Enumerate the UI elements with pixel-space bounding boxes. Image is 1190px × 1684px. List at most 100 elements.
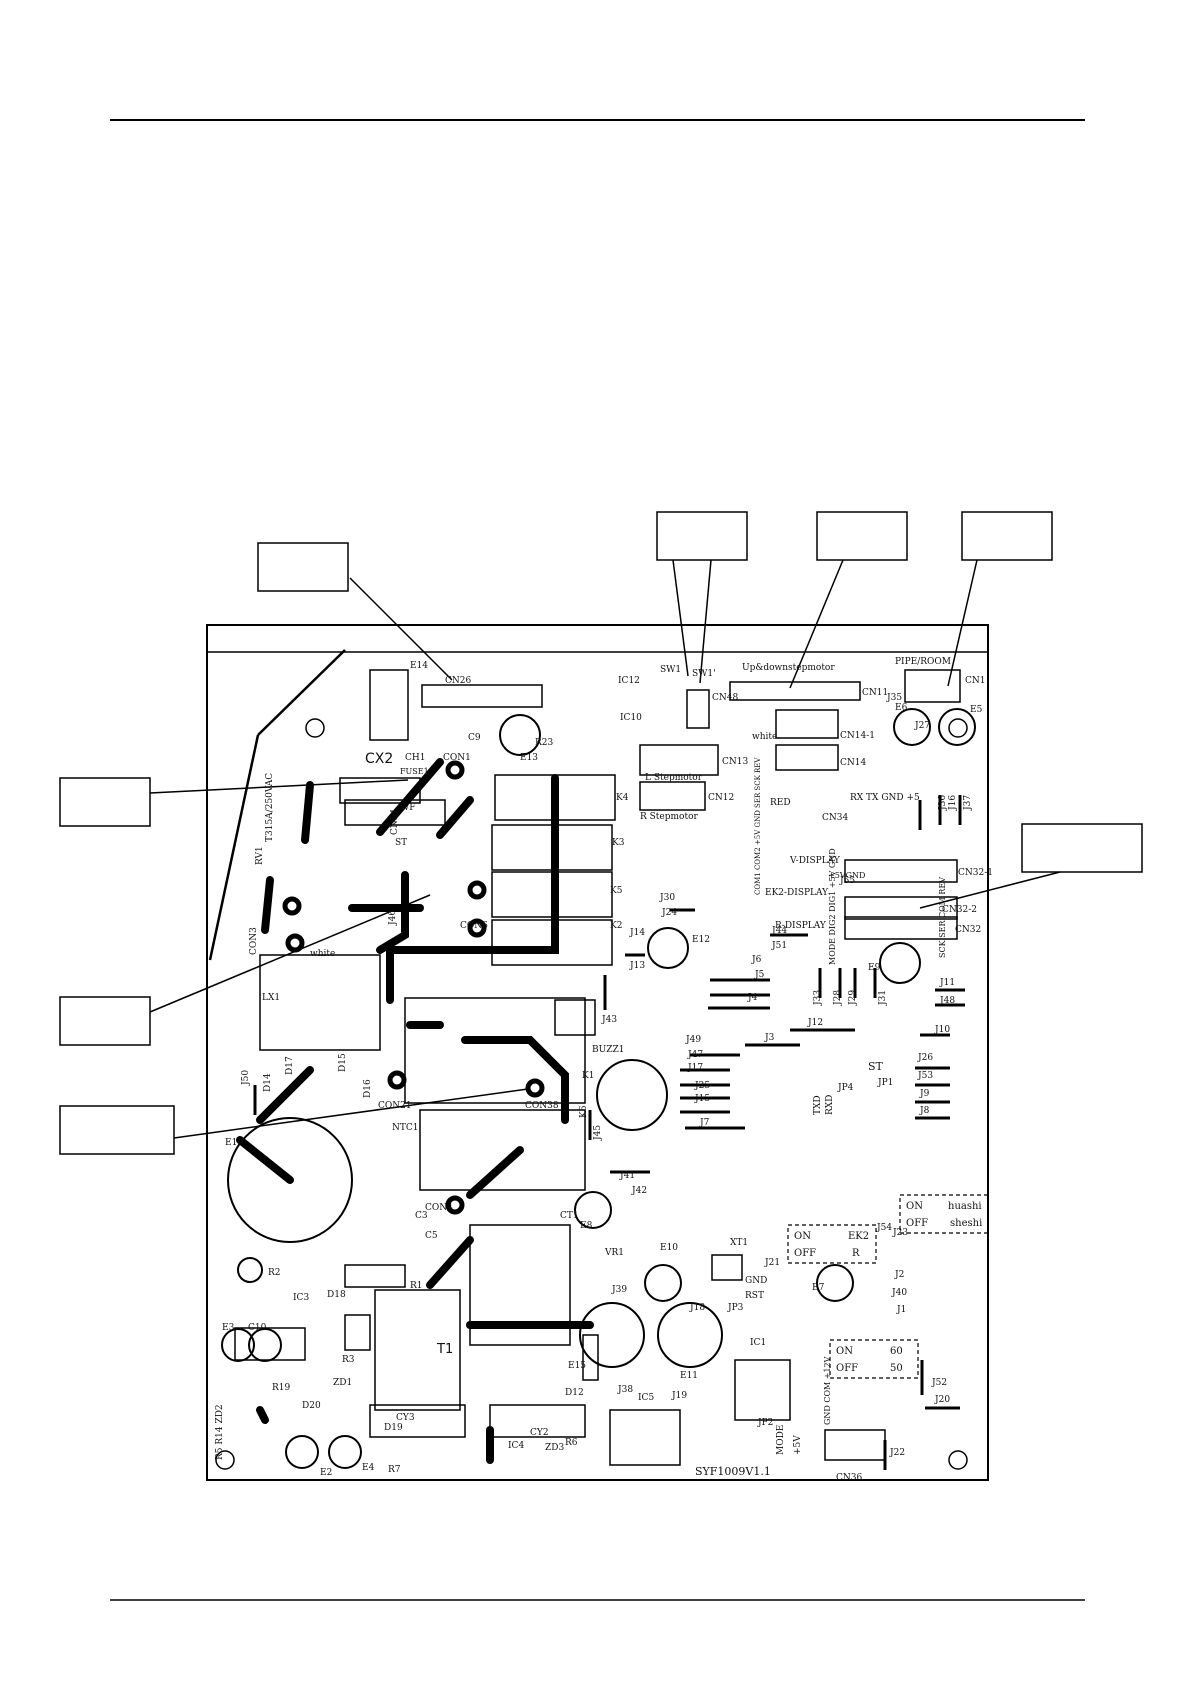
svg-text:R23: R23 — [535, 738, 554, 748]
svg-text:CON38: CON38 — [525, 1101, 559, 1111]
svg-text:R Stepmotor: R Stepmotor — [640, 812, 698, 822]
svg-text:D12: D12 — [565, 1388, 584, 1398]
svg-text:J54: J54 — [876, 1223, 892, 1233]
svg-text:J17: J17 — [687, 1063, 703, 1073]
svg-text:ST: ST — [395, 838, 407, 848]
jumper-box-hz — [829, 1339, 919, 1379]
svg-text:J30: J30 — [659, 893, 675, 903]
svg-text:50: 50 — [890, 1363, 903, 1374]
svg-text:MODE DIG2 DIG1 +5V GND: MODE DIG2 DIG1 +5V GND — [828, 848, 837, 965]
connector-outlines — [234, 669, 961, 1466]
svg-text:J29: J29 — [848, 990, 858, 1006]
svg-text:E7: E7 — [812, 1283, 825, 1293]
svg-text:C3: C3 — [415, 1211, 428, 1221]
svg-text:J22: J22 — [889, 1448, 905, 1458]
svg-text:R5 R14 ZD2: R5 R14 ZD2 — [215, 1404, 225, 1460]
svg-text:J46: J46 — [388, 910, 398, 926]
svg-text:J8: J8 — [919, 1106, 930, 1116]
svg-text:white: white — [752, 732, 777, 742]
jumper-box-ek2 — [787, 1224, 877, 1264]
svg-text:JP2: JP2 — [757, 1418, 773, 1428]
svg-text:V-DISPLAY: V-DISPLAY — [789, 856, 841, 866]
svg-text:J38: J38 — [617, 1385, 633, 1395]
svg-text:J55: J55 — [839, 876, 855, 886]
svg-text:CN1: CN1 — [965, 676, 986, 686]
svg-text:JP1: JP1 — [877, 1078, 893, 1088]
svg-text:J27: J27 — [914, 721, 930, 731]
callout-box-con38 — [59, 1105, 175, 1155]
svg-text:LX1: LX1 — [262, 993, 280, 1003]
svg-text:BUZZ1: BUZZ1 — [592, 1045, 624, 1055]
jumper-box-huashi — [899, 1194, 989, 1234]
svg-text:K1: K1 — [582, 1071, 594, 1081]
svg-text:SW1': SW1' — [692, 669, 716, 679]
svg-text:ON: ON — [794, 1231, 811, 1242]
svg-text:white: white — [310, 949, 335, 959]
svg-text:CN32-2: CN32-2 — [942, 905, 977, 915]
svg-text:D19: D19 — [384, 1423, 403, 1433]
svg-text:JP3: JP3 — [727, 1303, 744, 1313]
svg-text:CY3: CY3 — [396, 1413, 415, 1423]
svg-text:WF: WF — [400, 803, 416, 813]
svg-text:RST: RST — [745, 1291, 764, 1301]
capacitors — [221, 708, 976, 1469]
svg-text:E8: E8 — [580, 1221, 593, 1231]
svg-text:IC1: IC1 — [750, 1338, 766, 1348]
svg-text:J40: J40 — [891, 1288, 907, 1298]
svg-text:OFF: OFF — [794, 1248, 816, 1259]
svg-text:60: 60 — [890, 1346, 903, 1357]
power-traces — [236, 758, 594, 1464]
svg-text:CY2: CY2 — [530, 1428, 549, 1438]
svg-text:R1: R1 — [410, 1281, 423, 1291]
svg-text:J6: J6 — [751, 955, 762, 965]
callout-box-fuse — [59, 777, 151, 827]
svg-text:J11: J11 — [939, 978, 955, 988]
svg-text:K4: K4 — [616, 793, 629, 803]
svg-text:TXD: TXD — [813, 1095, 823, 1115]
svg-text:J42: J42 — [631, 1186, 647, 1196]
svg-text:R7: R7 — [388, 1465, 401, 1475]
svg-text:GND: GND — [745, 1276, 767, 1286]
svg-text:CON1: CON1 — [443, 753, 471, 763]
svg-text:+5VGND: +5VGND — [828, 871, 865, 880]
svg-text:CH1: CH1 — [405, 753, 425, 763]
svg-text:J41: J41 — [619, 1171, 635, 1181]
svg-text:ZD3: ZD3 — [545, 1443, 564, 1453]
svg-text:K3: K3 — [612, 838, 625, 848]
svg-text:CN34: CN34 — [822, 813, 848, 823]
svg-text:RX TX GND +5: RX TX GND +5 — [850, 793, 920, 803]
svg-text:D18: D18 — [327, 1290, 346, 1300]
svg-text:J16: J16 — [948, 795, 958, 811]
svg-text:OFF: OFF — [906, 1218, 928, 1229]
svg-text:E15: E15 — [568, 1361, 586, 1371]
callout-box-cn26 — [257, 542, 349, 592]
svg-text:CN32-1: CN32-1 — [958, 868, 993, 878]
svg-text:K5: K5 — [610, 886, 623, 896]
svg-text:L Stepmotor: L Stepmotor — [645, 773, 703, 783]
svg-text:J10: J10 — [934, 1025, 950, 1035]
svg-text:SW1: SW1 — [660, 665, 681, 675]
svg-text:huashi: huashi — [948, 1201, 982, 1212]
svg-text:J7: J7 — [699, 1118, 710, 1128]
svg-text:VR1: VR1 — [604, 1248, 624, 1258]
svg-text:IC5: IC5 — [638, 1393, 654, 1403]
svg-text:E9: E9 — [868, 963, 881, 973]
svg-text:R2: R2 — [268, 1268, 281, 1278]
svg-text:J15: J15 — [694, 1094, 710, 1104]
svg-text:ZD1: ZD1 — [333, 1378, 352, 1388]
svg-text:D17: D17 — [285, 1056, 295, 1075]
fuse-rating: T315A/250VAC — [265, 773, 275, 842]
callout-box-pipe-room — [961, 511, 1053, 561]
svg-text:ON: ON — [836, 1346, 853, 1357]
board-texts: SYF1009V1.1 T315A/250VAC CN26 CN1 PIPE/R… — [215, 657, 993, 1483]
svg-text:J4: J4 — [747, 993, 758, 1003]
svg-text:OFF: OFF — [836, 1363, 858, 1374]
svg-text:E6: E6 — [895, 703, 908, 713]
svg-text:CN26: CN26 — [445, 676, 471, 686]
svg-text:CX2: CX2 — [365, 751, 393, 767]
model-label: SYF1009V1.1 — [695, 1465, 771, 1478]
svg-text:EK2: EK2 — [848, 1231, 869, 1242]
svg-text:J21: J21 — [764, 1258, 780, 1268]
svg-text:XT1: XT1 — [730, 1238, 748, 1248]
svg-text:CN32: CN32 — [955, 925, 981, 935]
